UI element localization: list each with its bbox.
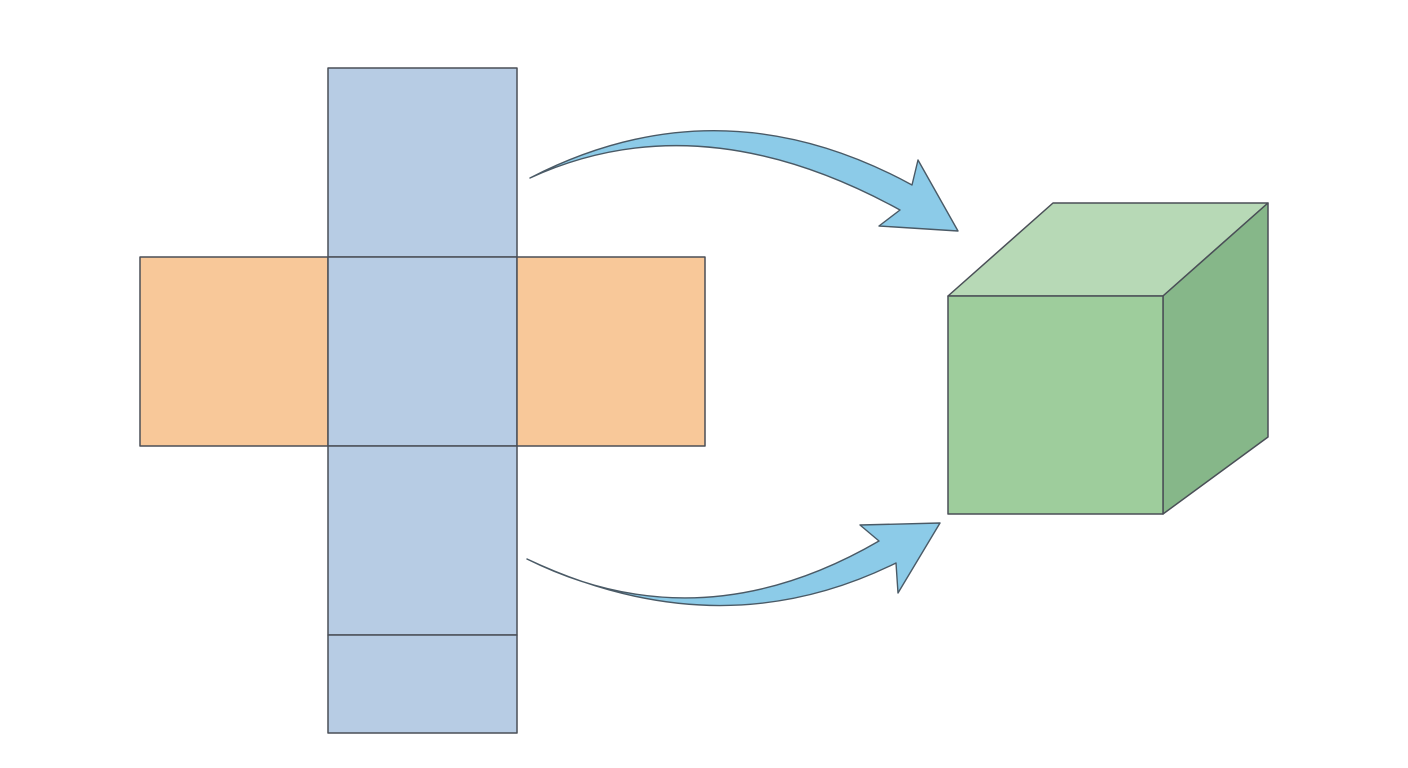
fold-arrow-upper <box>529 129 959 232</box>
net-face-bottom-tab <box>327 634 518 734</box>
cube-net <box>139 67 706 734</box>
net-face-lower <box>327 445 518 636</box>
fold-arrow-lower <box>526 522 941 607</box>
net-face-top <box>327 67 518 258</box>
net-face-right <box>516 256 706 447</box>
fold-arrows <box>526 129 959 607</box>
net-face-left <box>139 256 329 447</box>
cube-front-face <box>947 295 1164 515</box>
net-face-center <box>327 256 518 447</box>
folded-cube <box>947 202 1269 515</box>
